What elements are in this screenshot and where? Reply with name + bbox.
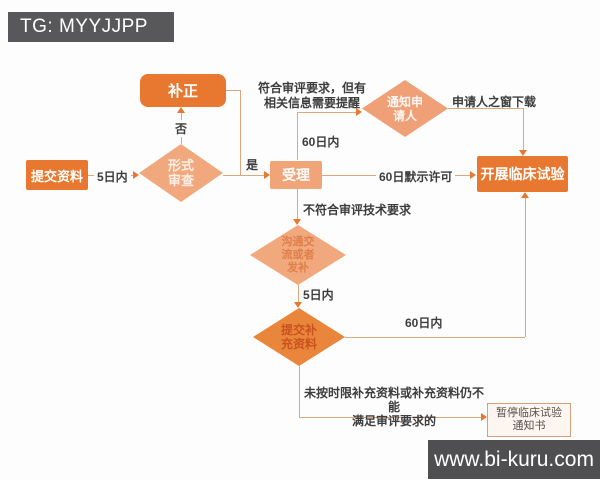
connector-notify-down (523, 108, 524, 150)
node-formal-review-line1: 形式 (167, 158, 194, 173)
node-acceptance: 受理 (270, 161, 322, 189)
arrowhead-into-conduct-left (470, 171, 476, 179)
edge-label-yes: 是 (246, 158, 259, 172)
connector-correction-right (226, 90, 241, 91)
connector-acceptance-down (297, 189, 298, 219)
arrowhead-into-notify (356, 108, 362, 116)
edge-label-not-meet: 不符合审评技术要求 (303, 203, 412, 217)
watermark-bar: www.bi-kuru.com (428, 440, 600, 479)
edge-label-implied-permission: 60日默示许可 (376, 168, 456, 185)
node-communicate-line1: 沟通交 (281, 235, 315, 248)
node-suspend-line1: 暂停临床试验 (496, 407, 562, 419)
node-acceptance-label: 受理 (282, 167, 310, 183)
connector-up-right (297, 112, 356, 113)
edge-label-meets-requirements: 符合审评要求，但有 相关信息需要提醒 (256, 81, 368, 111)
connector-supplement-up (525, 198, 526, 337)
node-communicate-line2: 流或者 (281, 248, 315, 261)
node-correction: 补正 (140, 74, 226, 107)
node-notify-applicant-diamond: 通知申 请人 (362, 80, 448, 137)
edge-label-overdue-line2: 满足审评要求的 (351, 414, 436, 428)
tg-badge: TG: MYYJJPP (8, 12, 174, 42)
node-submit-supplementary-diamond: 提交补 充资料 (253, 308, 345, 366)
node-formal-review-line2: 审查 (167, 173, 194, 188)
node-communicate-line3: 发补 (287, 261, 309, 274)
arrowhead-into-suspend (481, 413, 487, 421)
node-submit-label: 提交资料 (30, 168, 83, 184)
edge-label-meets-line1: 符合审评要求，但有 (257, 81, 366, 95)
edge-label-overdue-line1: 未按时限补充资料或补充资料仍不能 (303, 386, 484, 414)
node-supplement-line1: 提交补 (280, 323, 317, 337)
node-correction-label: 补正 (167, 83, 198, 100)
tg-badge-text: TG: MYYJJPP (20, 16, 148, 37)
arrowhead-into-communicate (293, 219, 301, 225)
node-submit-materials: 提交资料 (26, 160, 88, 190)
connector-supplement-right (345, 337, 525, 338)
edge-label-5days-1: 5日内 (94, 168, 131, 185)
node-supplement-line2: 充资料 (280, 337, 317, 351)
arrowhead-into-conduct-bottom (521, 192, 529, 198)
node-suspend-line2: 通知书 (512, 420, 546, 432)
edge-label-meets-line2: 相关信息需要提醒 (263, 96, 360, 110)
arrowhead-into-conduct-top (519, 150, 527, 156)
connector-communicate-down (298, 285, 299, 302)
arrowhead-into-supplement (294, 302, 302, 308)
arrowhead-into-correction (177, 107, 185, 113)
connector-supplement-down (299, 366, 300, 417)
arrowhead-into-formal-review (133, 171, 139, 179)
connector-review-acceptance (223, 175, 264, 176)
node-notify-line1: 通知申 (386, 94, 423, 109)
node-suspend-notice: 暂停临床试验 通知书 (487, 403, 571, 437)
connector-correction-down (240, 90, 241, 175)
node-formal-review-diamond: 形式 审查 (139, 144, 223, 202)
arrowhead-into-acceptance (264, 171, 270, 179)
edge-label-no: 否 (172, 120, 191, 137)
edge-label-60days-right: 60日内 (405, 316, 443, 330)
watermark-text: www.bi-kuru.com (434, 447, 594, 471)
node-conduct-label: 开展临床试验 (480, 166, 565, 182)
connector-notify-right (448, 108, 523, 109)
edge-label-5days-2: 5日内 (303, 288, 334, 302)
node-conduct-clinical-trial: 开展临床试验 (477, 156, 568, 192)
node-communication-or-supplement-diamond: 沟通交 流或者 发补 (250, 225, 346, 285)
connector-overdue-right (299, 417, 481, 418)
edge-label-applicant-window: 申请人之窗下载 (452, 95, 537, 109)
node-notify-line2: 请人 (392, 108, 417, 123)
edge-label-overdue: 未按时限补充资料或补充资料仍不能 满足审评要求的 (300, 386, 488, 428)
edge-label-60days-up: 60日内 (302, 135, 340, 149)
connector-acceptance-up (297, 112, 298, 160)
